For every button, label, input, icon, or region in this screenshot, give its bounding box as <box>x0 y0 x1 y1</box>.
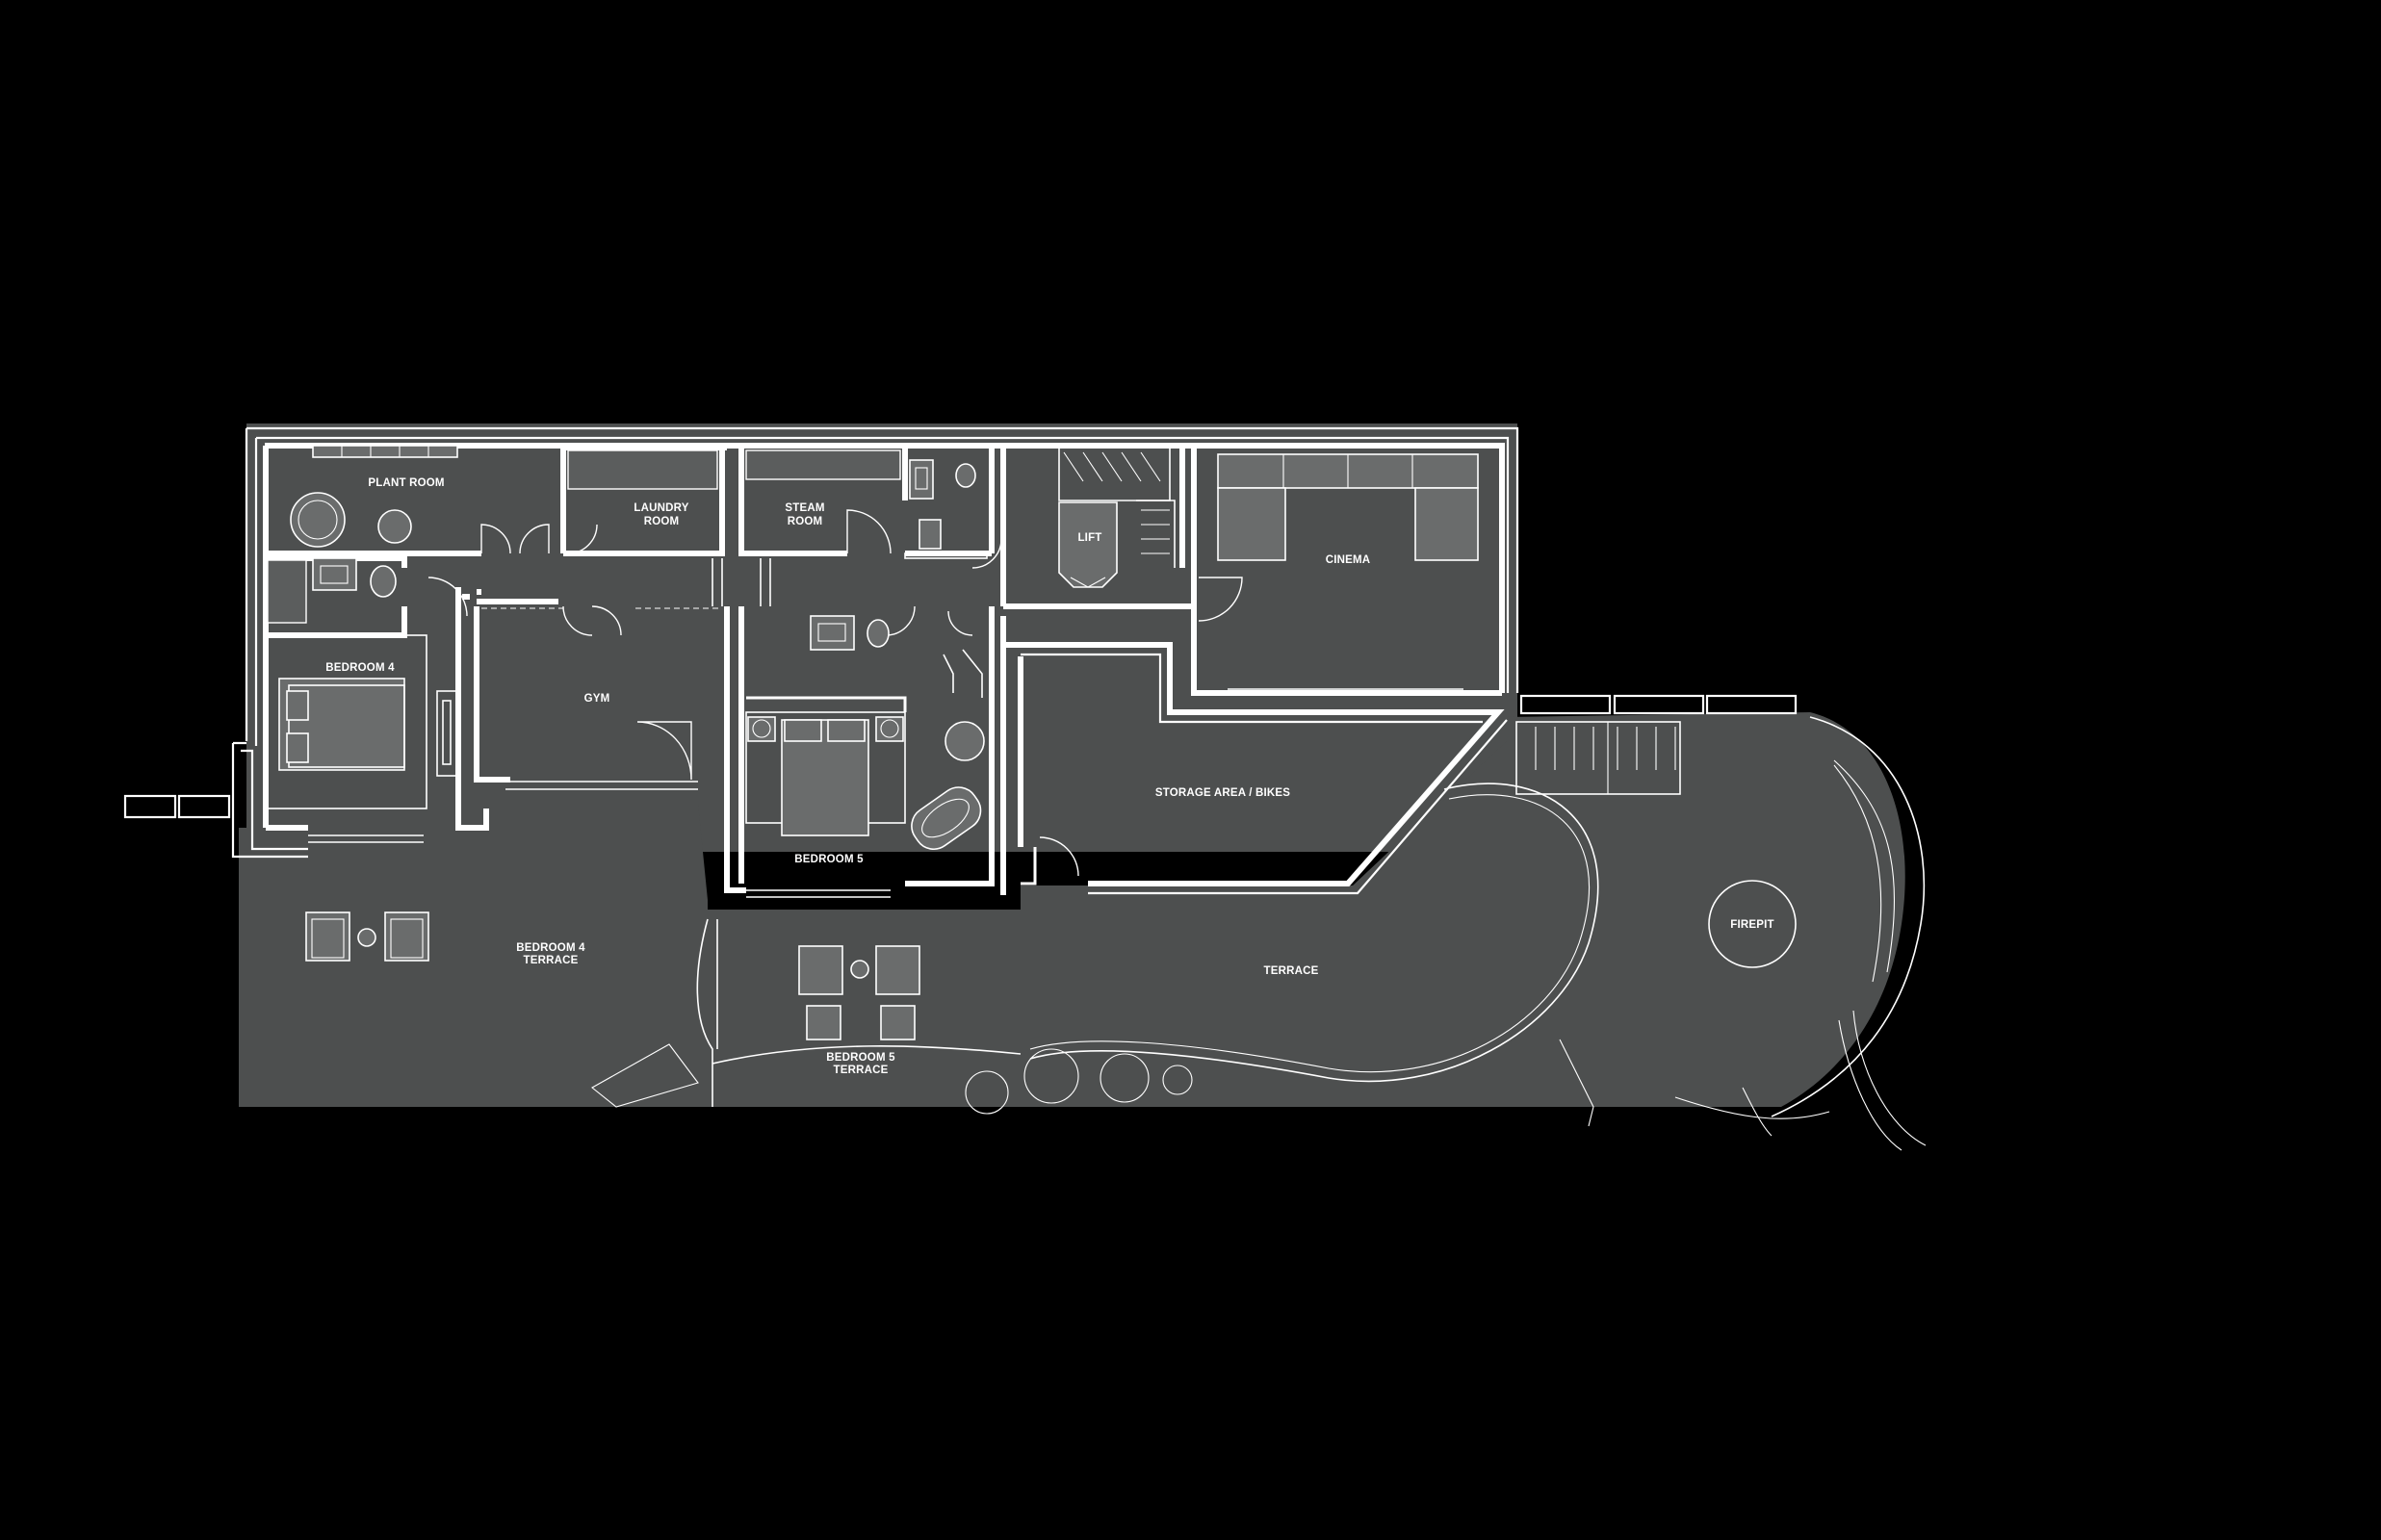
terrace-furniture <box>305 911 1022 1108</box>
label-bedroom-5-terrace-2: TERRACE <box>834 1065 889 1076</box>
label-gym: GYM <box>584 693 610 705</box>
label-terrace: TERRACE <box>1264 965 1319 977</box>
label-bedroom-4: BEDROOM 4 <box>325 662 395 674</box>
label-storage: STORAGE AREA / BIKES <box>1155 787 1290 799</box>
label-steam-room: STEAM <box>785 502 824 514</box>
lift-stairs <box>1058 448 1176 588</box>
plant-room-fixtures <box>290 449 901 548</box>
label-plant-room: PLANT ROOM <box>368 477 444 489</box>
label-steam-room-2: ROOM <box>788 516 823 527</box>
bedroom-4-furniture <box>267 557 457 809</box>
room-labels: PLANT ROOM LAUNDRY ROOM STEAM ROOM LIFT … <box>325 477 1773 1076</box>
label-bedroom-4-terrace-2: TERRACE <box>524 955 579 966</box>
cinema-seating <box>1217 453 1479 561</box>
label-bedroom-4-terrace: BEDROOM 4 <box>516 942 585 954</box>
label-laundry-room: LAUNDRY <box>634 502 688 514</box>
doors <box>427 509 1243 877</box>
interior-walls <box>266 445 1508 895</box>
label-firepit: FIREPIT <box>1730 919 1774 931</box>
terrace-elements <box>965 716 1927 1151</box>
windows <box>308 445 1798 898</box>
label-bedroom-5-terrace: BEDROOM 5 <box>826 1052 895 1064</box>
label-laundry-room-2: ROOM <box>644 516 680 527</box>
label-bedroom-5: BEDROOM 5 <box>794 854 864 865</box>
label-lift: LIFT <box>1077 532 1101 544</box>
steam-bath-fixtures <box>904 459 988 559</box>
bedroom-5-furniture <box>745 615 985 851</box>
label-cinema: CINEMA <box>1326 554 1371 566</box>
